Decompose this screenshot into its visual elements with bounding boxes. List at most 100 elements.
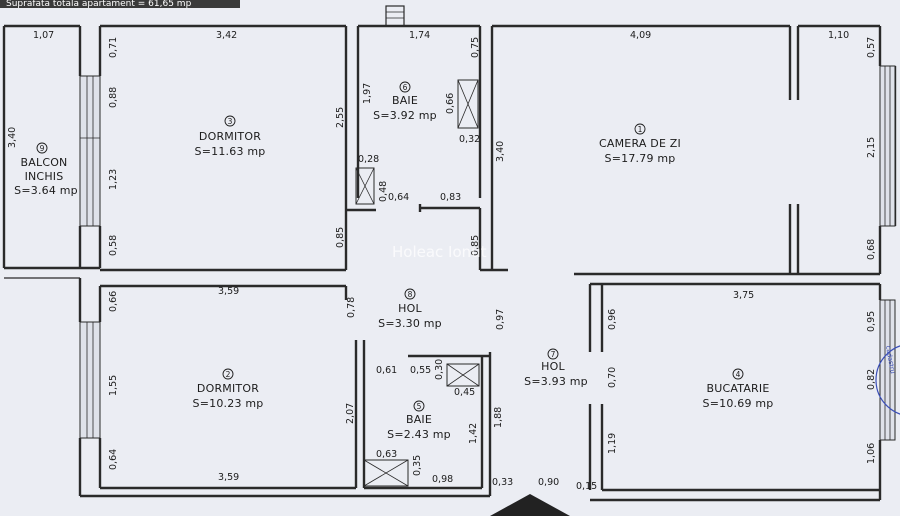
svg-text:0,71: 0,71 xyxy=(108,37,119,58)
svg-text:1,19: 1,19 xyxy=(607,433,618,454)
svg-text:0,85: 0,85 xyxy=(470,235,481,256)
dimensions: 1,07 3,42 1,74 4,09 1,10 0,28 0,64 0,83 … xyxy=(7,30,877,492)
shaft-bath6-small xyxy=(355,167,375,205)
svg-text:BUCATARIE: BUCATARIE xyxy=(707,382,770,395)
svg-text:1,42: 1,42 xyxy=(468,423,479,444)
svg-text:0,95: 0,95 xyxy=(866,311,877,332)
svg-text:0,70: 0,70 xyxy=(607,367,618,388)
svg-text:3,42: 3,42 xyxy=(216,30,237,41)
svg-text:S=3.93 mp: S=3.93 mp xyxy=(524,375,588,388)
svg-text:DORMITOR: DORMITOR xyxy=(199,130,261,143)
room-hol-7: 7 HOL S=3.93 mp xyxy=(524,348,588,388)
shaft-bath5 xyxy=(446,363,480,387)
room-bucatarie: 4 BUCATARIE S=10.69 mp xyxy=(703,368,774,410)
svg-text:2,55: 2,55 xyxy=(335,107,346,128)
room-dormitor-3: 3 DORMITOR S=11.63 mp xyxy=(195,115,266,158)
svg-text:S=2.43 mp: S=2.43 mp xyxy=(387,428,451,441)
svg-text:S=10.23 mp: S=10.23 mp xyxy=(193,397,264,410)
room-balcon: 9 BALCON INCHIS S=3.64 mp xyxy=(14,142,78,197)
svg-text:0,15: 0,15 xyxy=(576,481,597,492)
svg-text:3: 3 xyxy=(228,117,233,126)
svg-text:0,64: 0,64 xyxy=(388,192,409,203)
shaft-bath6 xyxy=(457,79,479,129)
svg-text:0,83: 0,83 xyxy=(440,192,461,203)
svg-text:5: 5 xyxy=(417,402,422,411)
svg-text:0,96: 0,96 xyxy=(607,309,618,330)
entrance-marker xyxy=(490,494,570,516)
window-balcony xyxy=(79,75,101,227)
svg-text:S=3.30 mp: S=3.30 mp xyxy=(378,317,442,330)
svg-text:S=10.69 mp: S=10.69 mp xyxy=(703,397,774,410)
walls xyxy=(2,24,897,502)
header-strip xyxy=(0,0,240,8)
window-living xyxy=(879,65,896,227)
room-baie-6: 6 BAIE S=3.92 mp xyxy=(373,81,437,122)
svg-text:S=3.92 mp: S=3.92 mp xyxy=(373,109,437,122)
svg-text:0,45: 0,45 xyxy=(454,387,475,398)
svg-text:0,75: 0,75 xyxy=(470,37,481,58)
svg-text:0,57: 0,57 xyxy=(866,37,877,58)
svg-text:S=3.64 mp: S=3.64 mp xyxy=(14,184,78,197)
svg-text:0,68: 0,68 xyxy=(866,239,877,260)
svg-text:1,07: 1,07 xyxy=(33,30,54,41)
svg-text:0,97: 0,97 xyxy=(495,309,506,330)
watermark: Holeac Ionut xyxy=(392,243,487,261)
svg-text:4: 4 xyxy=(736,370,741,379)
svg-text:2: 2 xyxy=(226,370,231,379)
svg-text:0,58: 0,58 xyxy=(108,235,119,256)
svg-text:0,61: 0,61 xyxy=(376,365,397,376)
svg-text:1,97: 1,97 xyxy=(362,83,373,104)
svg-text:BAIE: BAIE xyxy=(406,413,432,426)
svg-text:4,09: 4,09 xyxy=(630,30,651,41)
svg-text:0,28: 0,28 xyxy=(358,154,379,165)
svg-text:0,98: 0,98 xyxy=(432,474,453,485)
svg-text:0,30: 0,30 xyxy=(434,359,445,380)
stair-top xyxy=(385,5,405,27)
svg-text:2,15: 2,15 xyxy=(866,137,877,158)
svg-text:0,35: 0,35 xyxy=(412,455,423,476)
room-dormitor-2: 2 DORMITOR S=10.23 mp xyxy=(193,368,264,410)
svg-text:0,82: 0,82 xyxy=(866,369,877,390)
svg-text:9: 9 xyxy=(40,144,45,153)
window-kitchen xyxy=(879,299,896,441)
svg-text:S=17.79 mp: S=17.79 mp xyxy=(605,152,676,165)
svg-text:0,64: 0,64 xyxy=(108,449,119,470)
svg-text:1,10: 1,10 xyxy=(828,30,849,41)
svg-text:CAMERA DE ZI: CAMERA DE ZI xyxy=(599,137,681,150)
svg-text:1,23: 1,23 xyxy=(108,169,119,190)
shaft-bath5-bottom xyxy=(363,459,409,487)
room-baie-5: 5 BAIE S=2.43 mp xyxy=(387,400,451,441)
svg-text:1,55: 1,55 xyxy=(108,375,119,396)
svg-text:HOL: HOL xyxy=(541,360,565,373)
svg-text:BAIE: BAIE xyxy=(392,94,418,107)
svg-text:3,59: 3,59 xyxy=(218,286,239,297)
svg-text:0,90: 0,90 xyxy=(538,477,559,488)
svg-text:6: 6 xyxy=(403,83,408,92)
svg-text:7: 7 xyxy=(551,350,556,359)
svg-text:0,63: 0,63 xyxy=(376,449,397,460)
header-text: Suprafata totala apartament = 61,65 mp xyxy=(6,0,192,9)
room-hol-8: 8 HOL S=3.30 mp xyxy=(378,288,442,330)
svg-text:3,40: 3,40 xyxy=(7,127,18,148)
svg-text:0,66: 0,66 xyxy=(108,291,119,312)
svg-text:3,59: 3,59 xyxy=(218,472,239,483)
svg-text:0,66: 0,66 xyxy=(445,93,456,114)
svg-text:HOL: HOL xyxy=(398,302,422,315)
svg-text:3,40: 3,40 xyxy=(495,141,506,162)
svg-text:0,32: 0,32 xyxy=(459,134,480,145)
svg-text:8: 8 xyxy=(408,290,413,299)
svg-text:2,07: 2,07 xyxy=(345,403,356,424)
svg-text:S=11.63 mp: S=11.63 mp xyxy=(195,145,266,158)
svg-text:1,74: 1,74 xyxy=(409,30,430,41)
window-bedroom2 xyxy=(79,321,101,439)
svg-text:0,55: 0,55 xyxy=(410,365,431,376)
svg-text:0,85: 0,85 xyxy=(335,227,346,248)
svg-text:DORMITOR: DORMITOR xyxy=(197,382,259,395)
svg-text:0,48: 0,48 xyxy=(378,181,389,202)
room-camera-de-zi: 1 CAMERA DE ZI S=17.79 mp xyxy=(599,123,681,165)
svg-text:1,88: 1,88 xyxy=(493,407,504,428)
svg-text:3,75: 3,75 xyxy=(733,290,754,301)
svg-text:0,33: 0,33 xyxy=(492,477,513,488)
svg-text:INCHIS: INCHIS xyxy=(25,170,64,183)
